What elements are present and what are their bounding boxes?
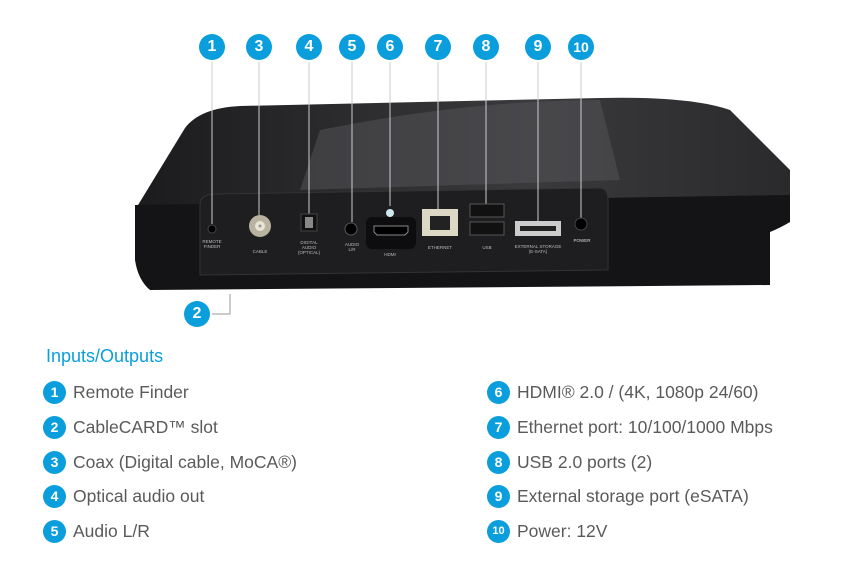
list-item: 4 Optical audio out: [43, 484, 204, 508]
marker-6: 6: [377, 34, 403, 60]
label-hdmi: HDMI: [384, 252, 396, 257]
label-audio: AUDIO L/R: [344, 242, 360, 252]
label-usb: USB: [482, 245, 492, 250]
list-item: 8 USB 2.0 ports (2): [487, 450, 652, 474]
label-remote-finder: REMOTE FINDER: [202, 239, 222, 249]
list-item: 6 HDMI® 2.0 / (4K, 1080p 24/60): [487, 380, 759, 404]
item-text: Ethernet port: 10/100/1000 Mbps: [517, 416, 773, 437]
label-digital-audio: DIGITAL AUDIO (OPTICAL): [297, 240, 321, 255]
item-number: 8: [487, 450, 510, 474]
marker-10: 10: [568, 34, 594, 60]
list-item: 9 External storage port (eSATA): [487, 484, 749, 508]
marker-7: 7: [425, 34, 451, 60]
remote-finder-port: [207, 224, 217, 234]
item-text: USB 2.0 ports (2): [517, 451, 653, 472]
label-power: POWER: [573, 238, 591, 243]
usb-port-1: [469, 203, 505, 218]
list-item: 1 Remote Finder: [43, 380, 189, 404]
list-item: 5 Audio L/R: [43, 519, 150, 543]
list-item: 2 CableCARD™ slot: [43, 415, 218, 439]
marker-1: 1: [199, 34, 225, 60]
item-text: Optical audio out: [73, 485, 205, 506]
item-number: 3: [43, 450, 66, 474]
item-text: Audio L/R: [73, 520, 150, 541]
section-title: Inputs/Outputs: [46, 346, 164, 366]
item-text: Power: 12V: [517, 520, 608, 541]
marker-9: 9: [525, 34, 551, 60]
label-ethernet: ETHERNET: [427, 245, 453, 250]
item-number: 7: [487, 415, 510, 439]
marker-8: 8: [473, 34, 499, 60]
marker-5: 5: [339, 34, 365, 60]
list-item: 3 Coax (Digital cable, MoCA®): [43, 450, 297, 474]
hdmi-port: [373, 225, 409, 236]
list-item: 10 Power: 12V: [487, 519, 607, 543]
item-number: 10: [487, 519, 510, 543]
marker-2: 2: [184, 301, 210, 327]
item-number: 6: [487, 380, 510, 404]
item-number: 2: [43, 415, 66, 439]
item-text: External storage port (eSATA): [517, 485, 749, 506]
usb-port-2: [469, 221, 505, 236]
marker-4: 4: [296, 34, 322, 60]
audio-port: [344, 222, 358, 236]
item-text: Coax (Digital cable, MoCA®): [73, 451, 297, 472]
list-item: 7 Ethernet port: 10/100/1000 Mbps: [487, 415, 773, 439]
item-text: Remote Finder: [73, 381, 189, 402]
item-number: 5: [43, 519, 66, 543]
item-text: HDMI® 2.0 / (4K, 1080p 24/60): [517, 381, 759, 402]
item-number: 1: [43, 380, 66, 404]
power-port: [574, 217, 588, 231]
item-number: 9: [487, 484, 510, 508]
label-external-storage: EXTERNAL STORAGE (E-SATA): [514, 244, 562, 254]
item-number: 4: [43, 484, 66, 508]
marker-3: 3: [246, 34, 272, 60]
label-cable: CABLE: [252, 249, 268, 254]
item-text: CableCARD™ slot: [73, 416, 218, 437]
